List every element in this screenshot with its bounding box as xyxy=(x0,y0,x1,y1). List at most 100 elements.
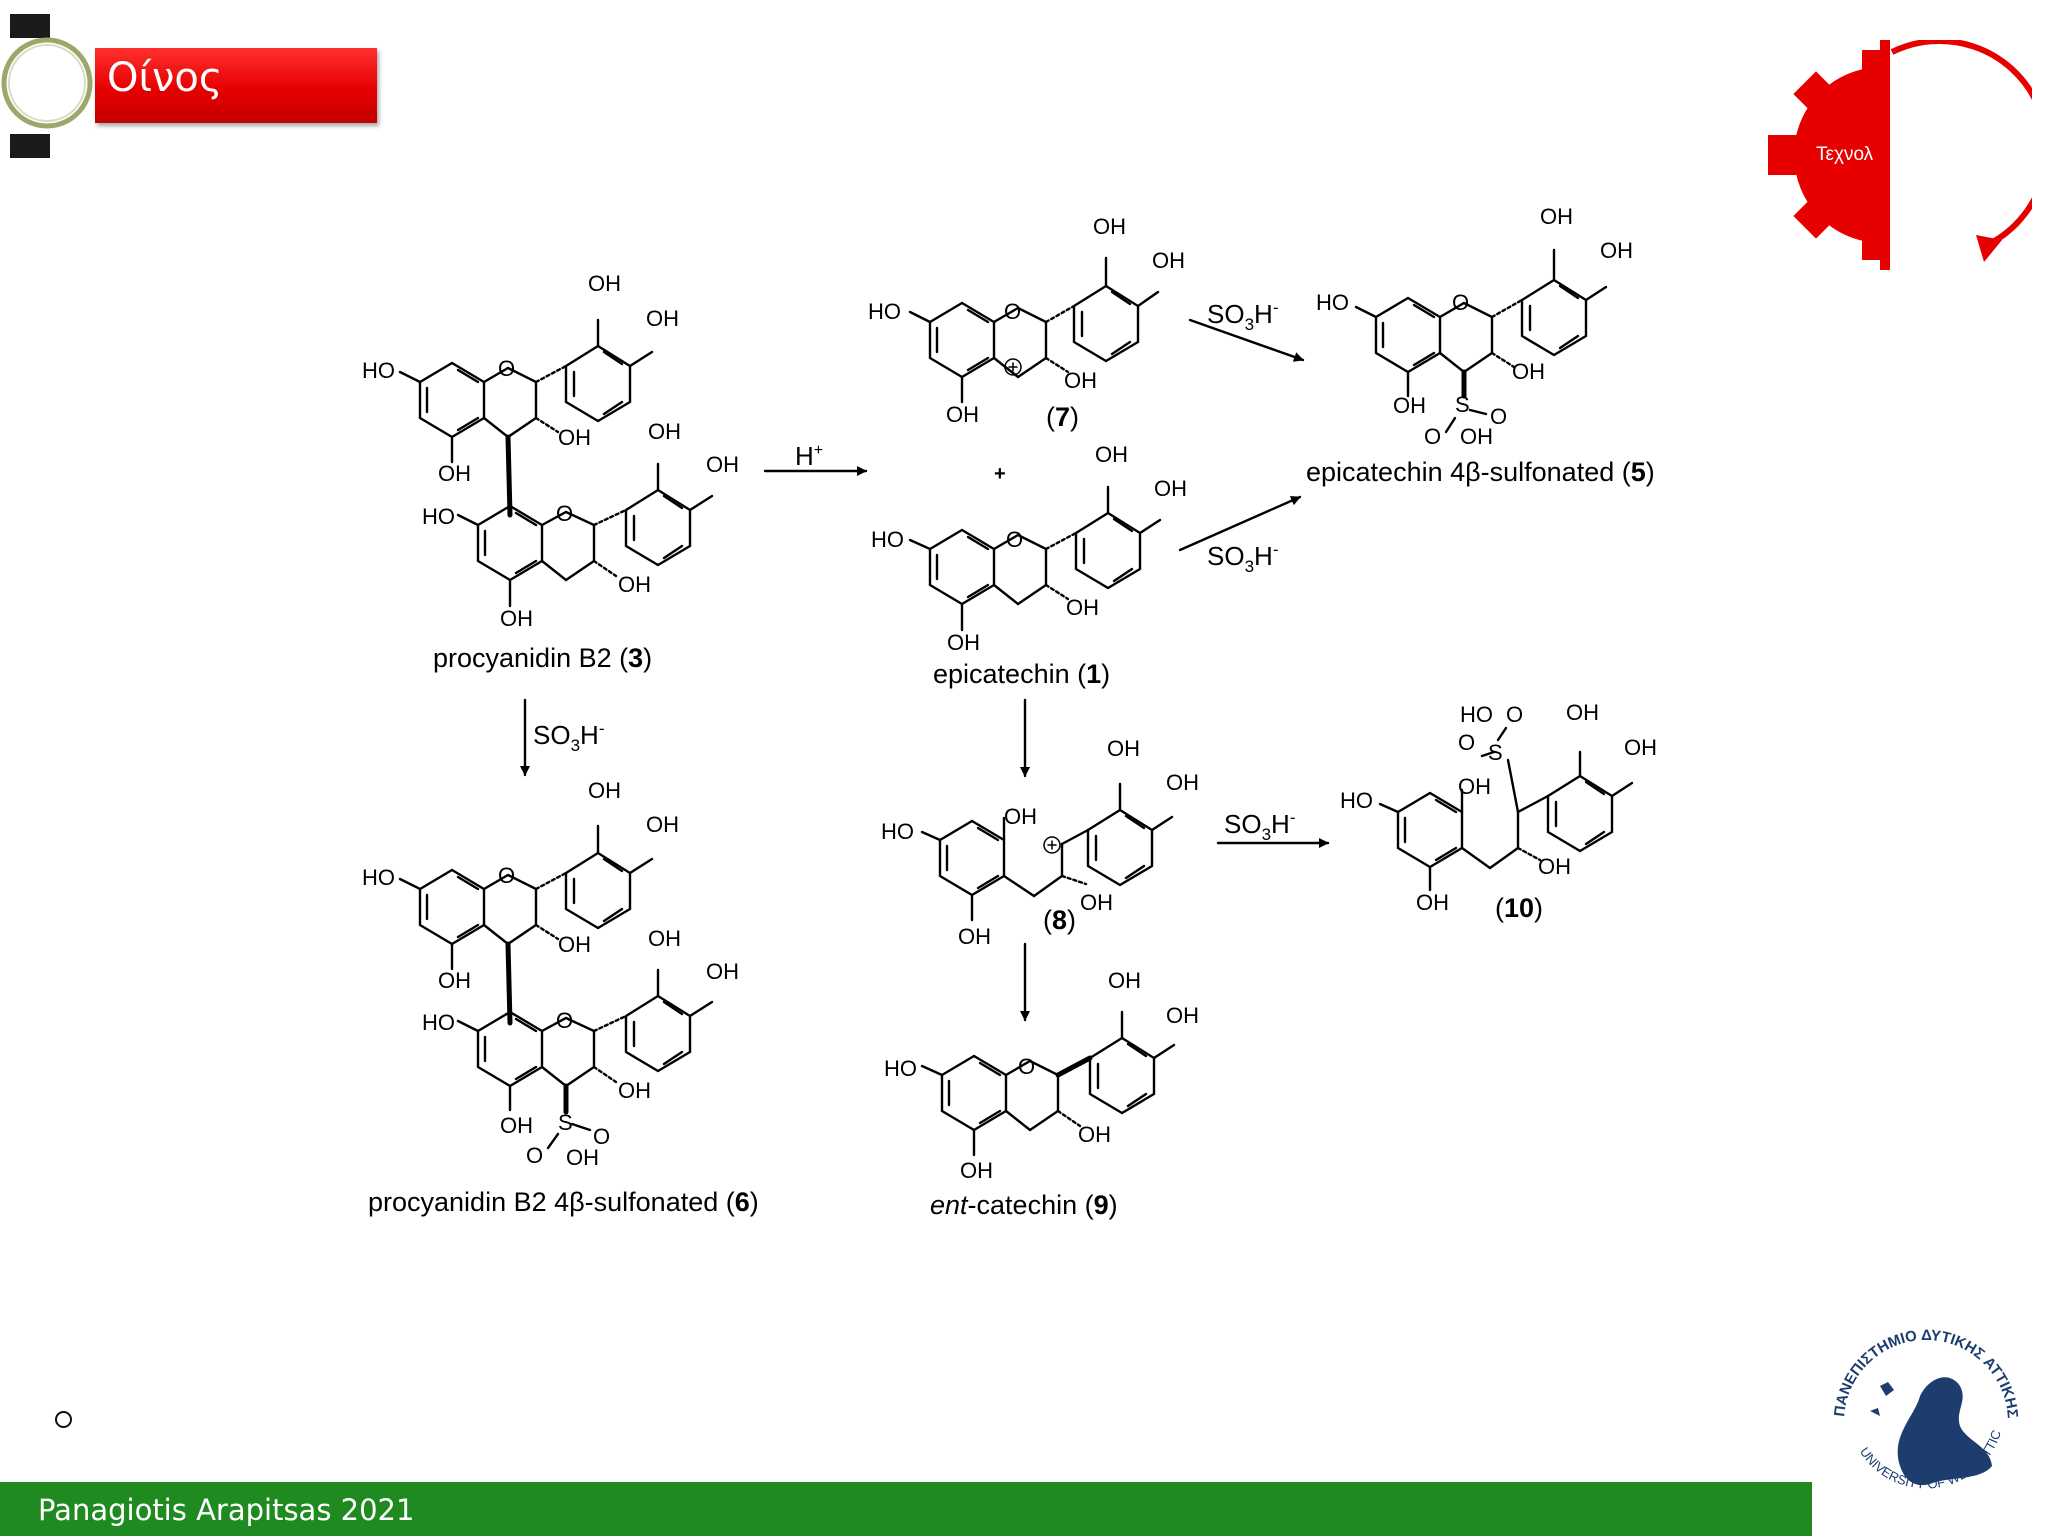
label-oh: OH xyxy=(566,1145,599,1170)
label-oh: OH xyxy=(1095,442,1128,467)
label-o: O xyxy=(526,1143,543,1168)
label-oh: OH xyxy=(960,1158,993,1183)
label-oh: OH xyxy=(1624,735,1657,760)
label-oh: OH xyxy=(1152,248,1185,273)
footer-author: Panagiotis Arapitsas 2021 xyxy=(38,1493,415,1527)
footer-bar xyxy=(0,1482,1812,1536)
label-oh: OH xyxy=(1393,393,1426,418)
label-o: O xyxy=(1006,527,1023,552)
label-oh: OH xyxy=(438,461,471,486)
structure-epicatechin-sulfonated-5 xyxy=(1354,248,1608,434)
label-oh: OH xyxy=(1460,424,1493,449)
gear-icon: Τεχνολ xyxy=(1768,37,2048,270)
label-oh: OH xyxy=(1108,968,1141,993)
label-o: O xyxy=(556,1008,573,1033)
label-ho: HO xyxy=(362,358,395,383)
label-oh: OH xyxy=(588,778,621,803)
label-ho: HO xyxy=(881,819,914,844)
name-compound-7: (7) xyxy=(1046,402,1079,432)
label-oh: OH xyxy=(500,606,533,631)
label-ho: HO xyxy=(362,865,395,890)
label-oh: OH xyxy=(1538,854,1571,879)
label-ho: HO xyxy=(422,504,455,529)
label-oh: OH xyxy=(958,924,991,949)
label-s: S xyxy=(558,1110,573,1135)
label-oh: OH xyxy=(1107,736,1140,761)
compound-names: procyanidin B2 (3) procyanidin B2 4β-sul… xyxy=(368,402,1655,1220)
label-oh: OH xyxy=(947,630,980,655)
label-o: O xyxy=(498,863,515,888)
acid-label: H+ xyxy=(795,441,823,471)
circle-ornament-icon xyxy=(1,37,93,129)
structure-quinone-methide-8 xyxy=(920,782,1174,922)
label-oh: OH xyxy=(1066,595,1099,620)
label-oh: OH xyxy=(1004,804,1037,829)
label-oh: OH xyxy=(1064,368,1097,393)
label-ho: HO xyxy=(422,1010,455,1035)
title-corner-ornament xyxy=(10,14,52,158)
label-ho: HO xyxy=(871,527,904,552)
label-oh: OH xyxy=(1540,204,1573,229)
label-oh: OH xyxy=(1416,890,1449,915)
label-o: O xyxy=(1004,299,1021,324)
structure-sulfonic-acid-10 xyxy=(1378,726,1634,892)
label-oh: OH xyxy=(648,419,681,444)
label-s: S xyxy=(1455,392,1470,417)
label-oh: OH xyxy=(618,572,651,597)
name-ent-catechin: ent-catechin (9) xyxy=(930,1190,1118,1220)
label-oh: OH xyxy=(648,926,681,951)
arrow-so3-upper xyxy=(1188,318,1305,362)
structure-procyanidin-b2-sulfonated-6 xyxy=(398,824,714,1150)
so3-label-upper: SO3H- xyxy=(1207,298,1279,334)
so3-label-to-10: SO3H- xyxy=(1224,808,1296,844)
label-oh: OH xyxy=(1600,238,1633,263)
label-o: O xyxy=(1452,290,1469,315)
label-ho: HO xyxy=(1340,788,1373,813)
structure-procyanidin-b2 xyxy=(398,318,714,608)
name-epicatechin-sulfonated: epicatechin 4β-sulfonated (5) xyxy=(1306,457,1655,487)
label-o: O xyxy=(1018,1054,1035,1079)
badge-text: Τεχνολ xyxy=(1816,144,1874,165)
structure-flavylium-cation-7 xyxy=(908,256,1160,404)
arrow-so3-lower xyxy=(1178,495,1302,552)
label-o: O xyxy=(1490,404,1507,429)
title-circle-icon xyxy=(0,36,93,129)
label-oh: OH xyxy=(1566,700,1599,725)
label-oh: OH xyxy=(646,306,679,331)
label-s: S xyxy=(1488,740,1503,765)
label-oh: OH xyxy=(646,812,679,837)
label-o: O xyxy=(498,356,515,381)
title-banner xyxy=(95,48,377,123)
label-oh: OH xyxy=(1080,890,1113,915)
label-ho: HO xyxy=(868,299,901,324)
reaction-arrows xyxy=(520,318,1330,1022)
label-oh: OH xyxy=(946,402,979,427)
ornament-icon xyxy=(10,14,50,158)
name-compound-8: (8) xyxy=(1043,905,1076,935)
bullet-marker xyxy=(55,1411,72,1428)
label-ho: HO xyxy=(1316,290,1349,315)
label-ho: HO xyxy=(884,1056,917,1081)
label-oh: OH xyxy=(1166,1003,1199,1028)
university-logo: ΠΑΝΕΠΙΣΤΗΜΙΟ ΔΥΤΙΚΗΣ ΑΤΤΙΚΗΣ UNIVERSITY … xyxy=(1816,1304,2032,1528)
label-ho: HO xyxy=(1460,702,1493,727)
so3-label-lower: SO3H- xyxy=(1207,540,1279,576)
label-oh: OH xyxy=(558,425,591,450)
label-oh: OH xyxy=(706,959,739,984)
university-seal-icon: ΠΑΝΕΠΙΣΤΗΜΙΟ ΔΥΤΙΚΗΣ ΑΤΤΙΚΗΣ UNIVERSITY … xyxy=(1816,1304,2021,1492)
name-procyanidin-b2: procyanidin B2 (3) xyxy=(433,643,652,673)
name-epicatechin: epicatechin (1) xyxy=(933,659,1110,689)
label-oh: OH xyxy=(558,932,591,957)
gear-badge: Τεχνολ xyxy=(1762,37,2048,270)
structure-epicatechin-1 xyxy=(908,485,1162,632)
label-oh: OH xyxy=(1078,1122,1111,1147)
atom-labels: HO O OH OH OH OH OH OH HO O OH OH HO O O… xyxy=(362,204,1657,1183)
label-oh: OH xyxy=(438,968,471,993)
structure-ent-catechin-9 xyxy=(920,1010,1176,1157)
label-o: O xyxy=(1506,702,1523,727)
label-oh: OH xyxy=(588,271,621,296)
label-o: O xyxy=(1424,424,1441,449)
label-oh: OH xyxy=(1458,774,1491,799)
name-procyanidin-b2-sulfonated: procyanidin B2 4β-sulfonated (6) xyxy=(368,1187,759,1217)
